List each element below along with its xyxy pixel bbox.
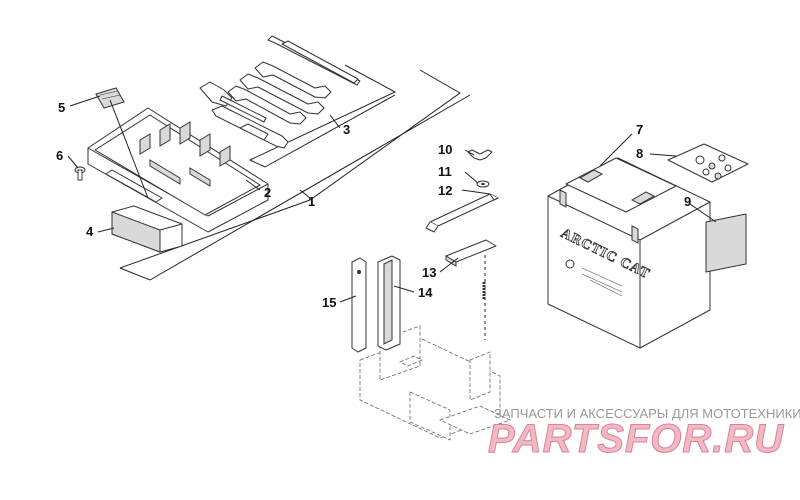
hold-down-bracket <box>425 193 499 233</box>
callout-14: 14 <box>418 285 433 300</box>
callout-2: 2 <box>264 185 271 200</box>
watermark: ЗАПЧАСТИ И АКСЕССУАРЫ ДЛЯ МОТОТЕХНИКИ PA… <box>488 406 800 462</box>
callout-7: 7 <box>636 122 643 137</box>
callout-5: 5 <box>58 100 65 115</box>
wrench-2 <box>239 73 325 115</box>
callout-11: 11 <box>438 164 452 179</box>
callout-10: 10 <box>438 142 452 157</box>
strap-15 <box>351 257 367 353</box>
foam-block <box>111 205 183 253</box>
tool-kit-outline <box>119 64 471 281</box>
screw <box>74 166 86 181</box>
callout-15: 15 <box>322 295 336 310</box>
wrench-3 <box>227 85 307 125</box>
callout-13: 13 <box>422 265 436 280</box>
callouts: 1 2 3 4 5 6 7 8 9 10 11 12 13 14 15 <box>56 100 691 310</box>
rubber-pad <box>445 239 497 267</box>
screwdriver-shaft <box>219 95 267 123</box>
label-decal <box>95 87 125 109</box>
callout-3: 3 <box>343 122 350 137</box>
strap-14 <box>377 255 401 351</box>
tool-set <box>199 35 361 149</box>
callout-1: 1 <box>308 194 315 209</box>
tool-small <box>239 123 269 141</box>
terminal-hardware <box>667 143 749 183</box>
callout-9: 9 <box>684 194 691 209</box>
callout-8: 8 <box>636 146 643 161</box>
rod-tool-2 <box>281 40 359 84</box>
leader-lines <box>67 95 717 303</box>
callout-6: 6 <box>56 148 63 163</box>
watermark-tagline: ЗАПЧАСТИ И АКСЕССУАРЫ ДЛЯ МОТОТЕХНИКИ <box>494 406 800 421</box>
tool-tray <box>87 107 269 233</box>
watermark-logo: PARTSFOR.RU <box>488 417 784 461</box>
battery: ARCTIC CAT <box>547 157 711 349</box>
callout-12: 12 <box>438 183 452 198</box>
callout-4: 4 <box>86 224 94 239</box>
wrench-1 <box>254 61 332 99</box>
wing-nut <box>467 149 493 161</box>
washer <box>476 180 490 188</box>
warning-label <box>705 213 747 273</box>
